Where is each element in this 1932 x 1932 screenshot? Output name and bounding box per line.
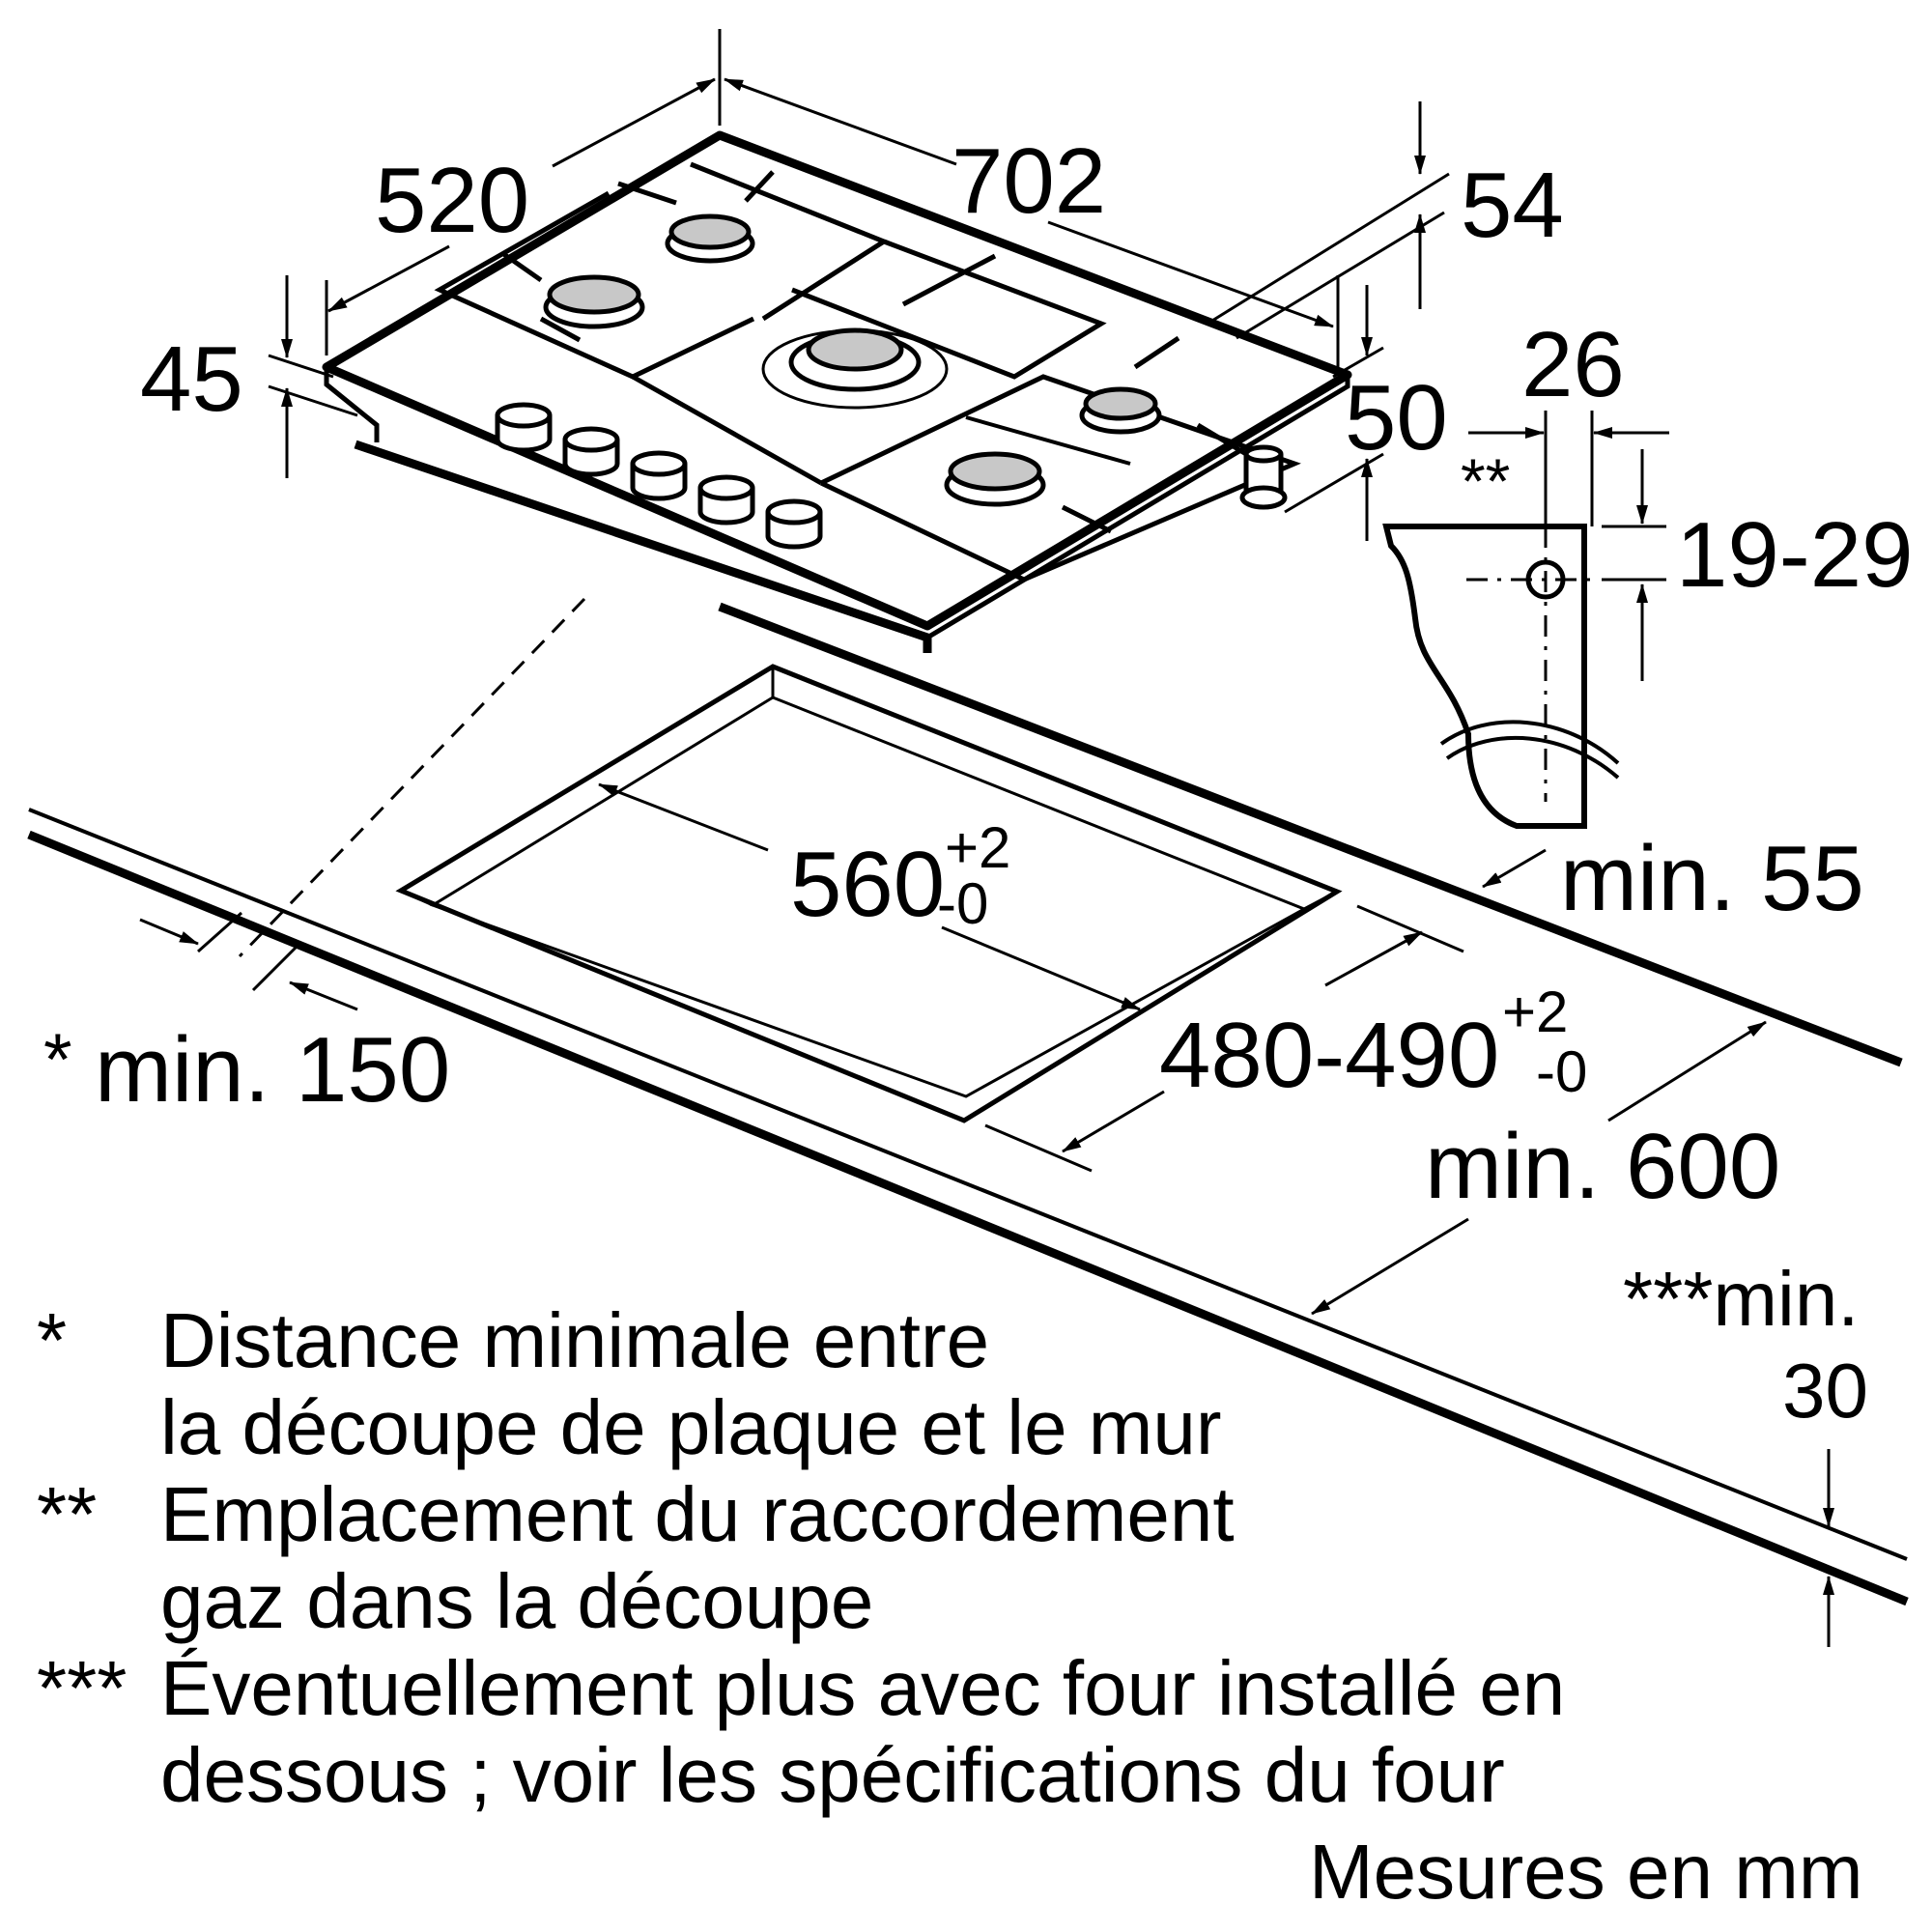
- worktop-section-detail: [1382, 411, 1620, 829]
- dim-cutout-depth-label: 480-490: [1159, 1004, 1500, 1107]
- burner-back-right: [1079, 386, 1162, 435]
- dim-height-right-label: 50: [1345, 366, 1448, 469]
- note-2-line-2: gaz dans la découpe: [160, 1558, 874, 1644]
- note-1-marker: *: [37, 1297, 68, 1383]
- wall-reference-line: [238, 597, 586, 958]
- dim-thickness-top-label: 54: [1461, 154, 1564, 257]
- knob-4: [697, 474, 755, 526]
- gas-connector: [1239, 444, 1288, 510]
- knob-1: [495, 402, 553, 453]
- burner-back-left: [665, 213, 755, 264]
- dim-height-left-label: 45: [140, 327, 243, 431]
- dim-480-arrow-up: [1324, 930, 1423, 987]
- dim-width-label: 702: [952, 129, 1107, 233]
- knob-5: [765, 498, 823, 550]
- worktop: [27, 597, 1909, 1606]
- dim-cutout-depth-tol-plus: +2: [1502, 980, 1569, 1044]
- dim-cutout-width-tol-plus: +2: [945, 815, 1011, 880]
- dim-520-arrow-right: [552, 77, 716, 168]
- dim-worktop-range-label: 19-29: [1676, 503, 1914, 607]
- dim-min150-arrow-right: [139, 918, 199, 946]
- dim-480-ext-top: [1356, 904, 1464, 953]
- dim-560-arrow-left: [598, 782, 769, 852]
- note-1-line-1: Distance minimale entre: [160, 1297, 990, 1383]
- units-label: Mesures en mm: [1309, 1829, 1863, 1915]
- worktop-cutout: [395, 664, 1343, 1123]
- dim-min150-ext-right: [251, 940, 303, 992]
- dim-min600-arrow-up: [1607, 1020, 1767, 1122]
- dim-depth-label: 520: [375, 149, 530, 252]
- note-2-marker: **: [37, 1471, 98, 1557]
- dim-oven-min-label: 30: [1782, 1348, 1868, 1434]
- dim-54-ext-top: [1207, 172, 1450, 326]
- dim-wall-min-label: min. 150: [95, 1018, 451, 1122]
- note-2-line-1: Emplacement du raccordement: [160, 1471, 1235, 1557]
- dim-520-arrow-left: [327, 244, 450, 313]
- dim-min55-arrow: [1482, 848, 1547, 889]
- burner-front-right: [944, 451, 1046, 507]
- dim-cutout-depth-tol-minus: -0: [1536, 1039, 1588, 1104]
- burner-wok: [761, 327, 949, 410]
- wall-marker: *: [43, 1019, 72, 1101]
- dim-min600-arrow-down: [1311, 1217, 1469, 1316]
- knob-3: [630, 450, 688, 501]
- control-knobs: [495, 402, 823, 550]
- burners: [543, 213, 1162, 507]
- dim-connector-offset-label: 26: [1521, 313, 1625, 416]
- dim-min150-arrow-left: [289, 980, 358, 1011]
- connector-marker: **: [1461, 445, 1511, 517]
- dim-min150-ext-left: [197, 911, 242, 953]
- dim-50-ext-top: [1332, 346, 1384, 379]
- note-3-line-1: Éventuellement plus avec four installé e…: [160, 1645, 1566, 1731]
- dimension-lines: [139, 29, 1834, 1647]
- oven-marker-label: ***min.: [1623, 1256, 1860, 1342]
- dim-cutout-width-label: 560: [790, 833, 946, 936]
- dim-cutout-width-tol-minus: -0: [937, 871, 989, 936]
- dim-480-ext-bottom: [984, 1123, 1093, 1173]
- note-3-line-2: dessous ; voir les spécifications du fou…: [160, 1732, 1505, 1818]
- note-1-line-2: la découpe de plaque et le mur: [160, 1384, 1222, 1470]
- burner-front-left: [543, 274, 645, 329]
- dim-rear-min-label: min. 55: [1560, 827, 1864, 930]
- note-3-marker: ***: [37, 1645, 128, 1731]
- dim-45-ext-top: [268, 354, 334, 379]
- dim-702-arrow-left: [724, 77, 957, 166]
- dim-54-ext-bottom: [1236, 211, 1445, 340]
- dim-worktop-min-label: min. 600: [1425, 1115, 1781, 1218]
- dim-480-arrow-down: [1062, 1090, 1165, 1153]
- knob-2: [562, 426, 620, 477]
- dim-560-arrow-right: [941, 925, 1141, 1011]
